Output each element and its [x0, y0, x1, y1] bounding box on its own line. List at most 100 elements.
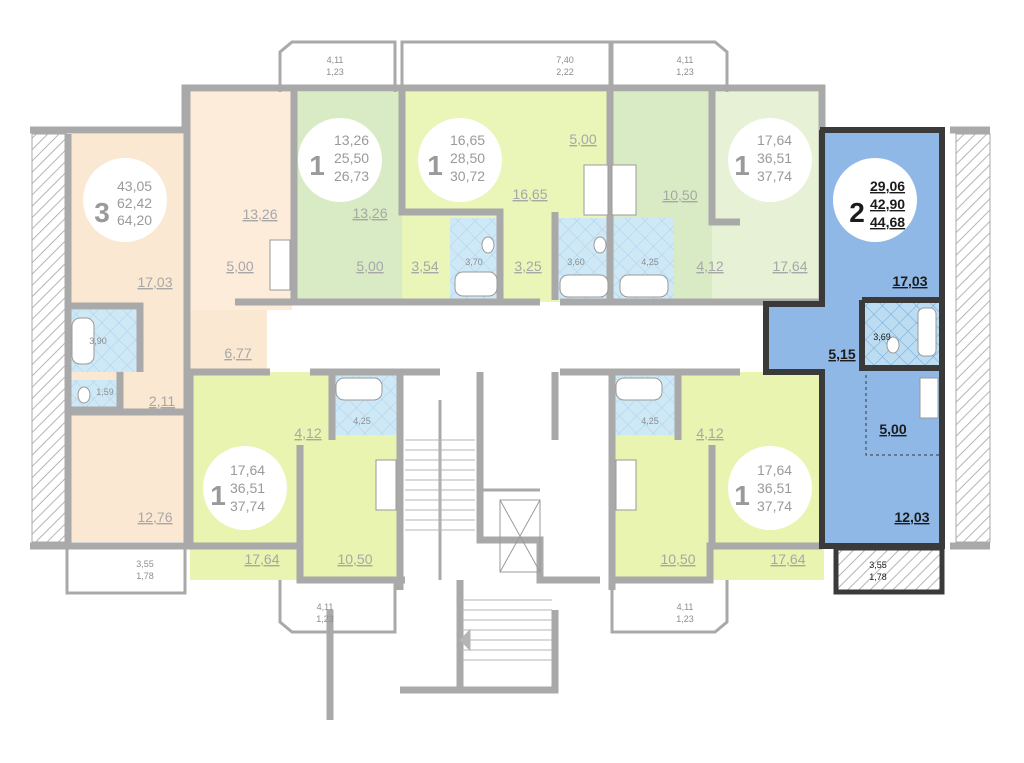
badge-apt-3room[interactable]: 3 43,05 62,42 64,20: [83, 158, 167, 242]
label-balcony-bottom-right-1: 4,11: [677, 602, 694, 612]
side-wall-right: [955, 133, 991, 543]
label-b1a-kitchen: 10,50: [337, 551, 372, 567]
label-a2-kitchen: 5,00: [879, 421, 906, 437]
badge-apt-top-1c[interactable]: 1 17,64 36,51 37,74: [728, 118, 812, 202]
balcony-labels: 4,11 1,23 7,40 2,22 4,11 1,23 3,55 1,78 …: [136, 55, 887, 624]
badge-area-total: 36,51: [757, 480, 792, 496]
badge-rooms: 1: [734, 480, 750, 511]
badge-apt-top-1b[interactable]: 1 16,65 28,50 30,72: [418, 118, 502, 202]
label-b1a-room: 17,64: [244, 551, 279, 567]
elevator: [499, 499, 541, 573]
badge-rooms: 2: [849, 197, 865, 228]
label-balcony-top-left-2: 1,23: [326, 67, 344, 77]
badge-area-total: 42,90: [870, 196, 905, 212]
label-a2-room: 17,03: [892, 273, 927, 289]
label-t1b-corr: 3,25: [514, 258, 541, 274]
balcony-top-left: [278, 40, 397, 92]
label-b1a-bath: 4,25: [353, 416, 371, 426]
badge-area-living: 17,64: [757, 462, 792, 478]
side-wall-left: [31, 133, 67, 543]
badge-area-living: 43,05: [117, 178, 152, 194]
badge-apt-bottom-1b[interactable]: 1 17,64 36,51 37,74: [728, 446, 812, 530]
label-balcony-top-left-1: 4,11: [327, 55, 344, 65]
badge-area-total-balcony: 30,72: [450, 168, 485, 184]
balcony-corner-left: [65, 543, 187, 595]
balcony-top-center: [400, 40, 612, 92]
label-balcony-corner-left-1: 3,55: [136, 559, 154, 569]
label-balcony-bottom-left-1: 4,11: [317, 602, 334, 612]
label-b1b-room: 17,64: [770, 551, 805, 567]
badge-area-total-balcony: 26,73: [334, 168, 369, 184]
label-a3-hall: 5,00: [226, 258, 253, 274]
badge-apt-2room[interactable]: 2 29,06 42,90 44,68: [833, 158, 917, 242]
label-balcony-top-right-2: 1,23: [676, 67, 694, 77]
badge-area-total-balcony: 44,68: [870, 214, 905, 230]
badge-area-living: 17,64: [230, 462, 265, 478]
label-a3-room-bottom: 12,76: [137, 509, 172, 525]
badge-area-total: 62,42: [117, 195, 152, 211]
label-a2-room-bottom: 12,03: [894, 509, 929, 525]
label-t1c-bath-left: 3,60: [567, 257, 585, 267]
label-b1b-bath: 4,25: [641, 416, 659, 426]
label-t1a-hall: 5,00: [356, 258, 383, 274]
label-balcony-top-center-2: 2,22: [556, 67, 574, 77]
label-t1b-hall: 3,54: [411, 258, 438, 274]
label-t1b-room: 16,65: [512, 186, 547, 202]
badge-rooms: 3: [94, 197, 110, 228]
balcony-bottom-left: [278, 580, 397, 634]
label-t1b-kitchen: 5,00: [569, 131, 596, 147]
badge-area-total: 25,50: [334, 150, 369, 166]
label-t1c-room: 17,64: [772, 258, 807, 274]
balcony-corner-right: [835, 547, 943, 593]
label-a3-kitchen: 13,26: [242, 206, 277, 222]
badge-area-total: 36,51: [230, 480, 265, 496]
room-labels: 13,26 17,03 5,00 6,77 3,90 1,59 2,11 12,…: [89, 131, 929, 567]
label-balcony-corner-left-2: 1,78: [136, 571, 154, 581]
label-b1a-hall: 4,12: [294, 425, 321, 441]
badge-area-living: 13,26: [334, 132, 369, 148]
balcony-top-right: [610, 40, 729, 92]
label-t1c-kitchen: 10,50: [662, 187, 697, 203]
walls: [30, 84, 990, 720]
badge-area-total-balcony: 64,20: [117, 212, 152, 228]
label-a3-wc: 1,59: [96, 387, 114, 397]
badge-area-total-balcony: 37,74: [757, 168, 792, 184]
badge-apt-top-1a[interactable]: 1 13,26 25,50 26,73: [298, 118, 382, 202]
badge-rooms: 1: [210, 480, 226, 511]
badge-rooms: 1: [427, 150, 443, 181]
label-t1c-hall: 4,12: [696, 258, 723, 274]
badge-area-total: 36,51: [757, 150, 792, 166]
label-a3-corridor: 6,77: [224, 345, 251, 361]
badge-area-living: 16,65: [450, 132, 485, 148]
badge-area-living: 29,06: [870, 178, 905, 194]
label-t1a-room: 13,26: [352, 205, 387, 221]
badge-area-living: 17,64: [757, 132, 792, 148]
label-t1b-bath: 3,70: [465, 257, 483, 267]
label-balcony-top-center-1: 7,40: [556, 55, 574, 65]
label-b1b-kitchen: 10,50: [660, 551, 695, 567]
badge-area-total: 28,50: [450, 150, 485, 166]
label-balcony-bottom-left-2: 1,23: [316, 614, 334, 624]
label-a3-bath: 3,90: [89, 336, 107, 346]
badge-apt-bottom-1a[interactable]: 1 17,64 36,51 37,74: [203, 446, 287, 530]
badge-area-total-balcony: 37,74: [757, 498, 792, 514]
badge-rooms: 1: [734, 150, 750, 181]
balcony-bottom-right: [610, 580, 729, 634]
label-b1b-hall: 4,12: [696, 425, 723, 441]
label-a3-closet: 2,11: [149, 393, 175, 409]
badge-rooms: 1: [309, 150, 325, 181]
label-balcony-bottom-right-2: 1,23: [676, 614, 694, 624]
label-balcony-corner-right-2: 1,78: [869, 572, 887, 582]
fixtures: [71, 164, 939, 511]
label-a3-room-top: 17,03: [137, 274, 172, 290]
badge-area-total-balcony: 37,74: [230, 498, 265, 514]
highlight-walls: [763, 127, 945, 549]
label-a2-hall: 5,15: [828, 346, 855, 362]
apt-2room-hall-fill: [768, 306, 822, 372]
label-t1c-bath-right: 4,25: [641, 257, 659, 267]
apt-3room-corridor-fill: [187, 310, 267, 370]
label-a2-bath: 3,69: [873, 332, 891, 342]
label-balcony-top-right-1: 4,11: [677, 55, 694, 65]
